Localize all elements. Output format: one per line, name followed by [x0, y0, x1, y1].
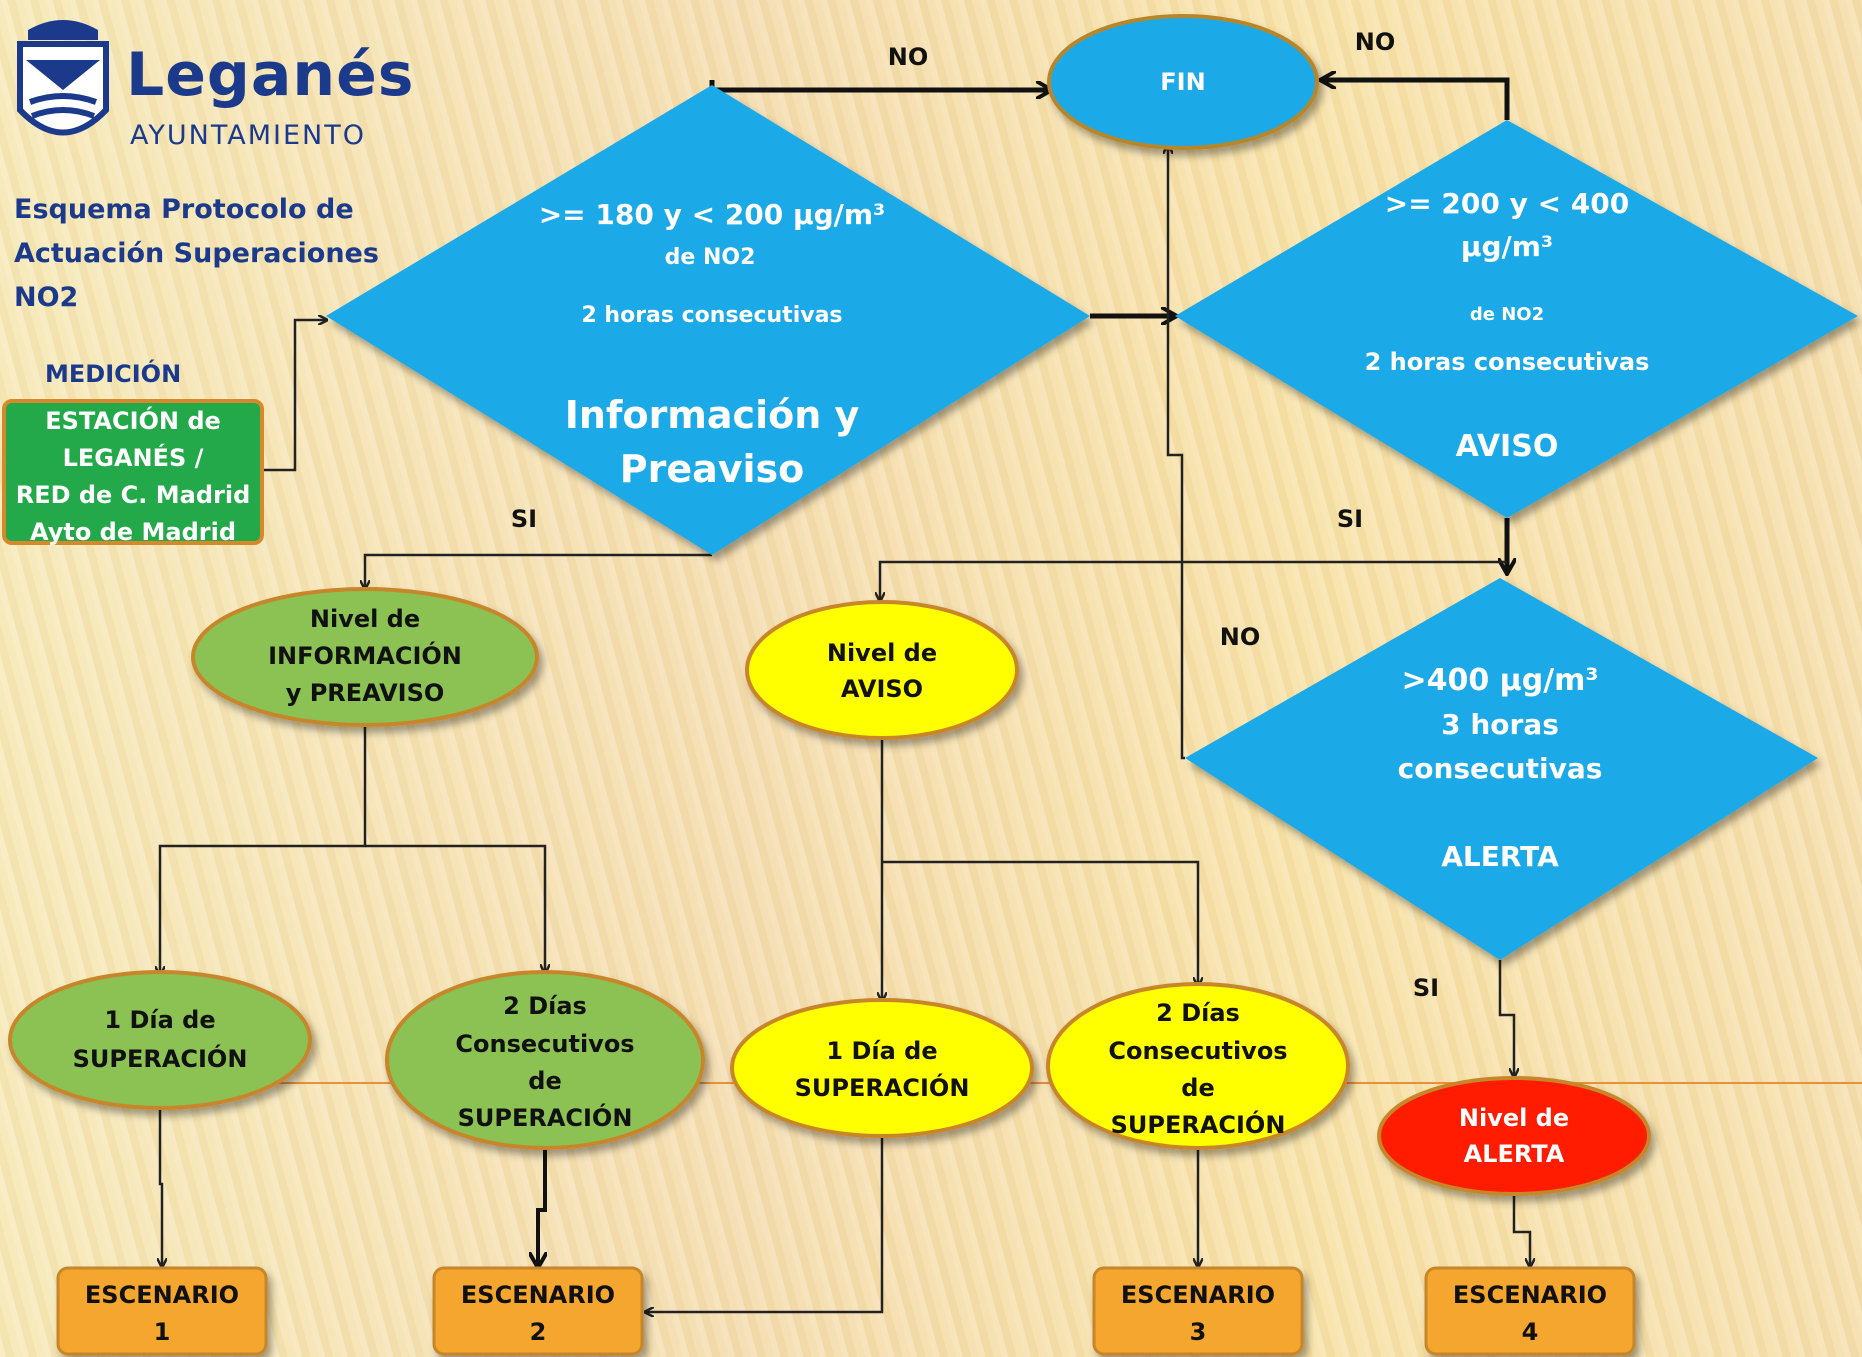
connector [1322, 80, 1510, 120]
connector [1498, 960, 1514, 1076]
scenario-text: 2 [530, 1318, 547, 1346]
day-text: Consecutivos [455, 1030, 634, 1058]
scenario-text: ESCENARIO [461, 1281, 615, 1309]
end-label: FIN [1160, 68, 1205, 96]
decision-text: Información y [565, 393, 860, 437]
day-text: SUPERACIÓN [795, 1072, 970, 1102]
decision-text: Preaviso [620, 447, 805, 491]
level-text: Nivel de [310, 605, 420, 633]
scenario-text: 4 [1522, 1318, 1539, 1346]
level-text: Nivel de [827, 639, 937, 667]
scenario-text: ESCENARIO [1121, 1281, 1275, 1309]
day-text: SUPERACIÓN [73, 1043, 248, 1073]
edge-labels: NO NO NO SI SI SI [511, 28, 1439, 1002]
edge-label-si: SI [511, 505, 537, 533]
level-aviso: Nivel de AVISO [745, 600, 1019, 740]
decision-text: >= 200 y < 400 [1385, 187, 1630, 220]
end-node: FIN [1047, 14, 1319, 150]
connector [160, 725, 367, 974]
day-node-green-1: 1 Día de SUPERACIÓN [8, 970, 312, 1110]
title-line: Actuación Superaciones [14, 238, 379, 269]
day-text: 1 Día de [104, 1006, 215, 1034]
edge-label-no: NO [888, 43, 929, 71]
station-line: Ayto de Madrid [30, 518, 236, 546]
decision-text: consecutivas [1398, 752, 1603, 785]
connector [365, 844, 545, 972]
level-text: Nivel de [1459, 1104, 1569, 1132]
connector [538, 1148, 547, 1266]
decision-text: µg/m³ [1461, 230, 1553, 263]
decision-text: AVISO [1456, 429, 1559, 464]
edge-label-no: NO [1355, 28, 1396, 56]
decision-text: >400 µg/m³ [1401, 663, 1598, 698]
connector [160, 1107, 162, 1266]
connectors [160, 80, 1530, 1312]
page-title: Esquema Protocolo de Actuación Superacio… [14, 188, 394, 320]
day-node-green-2: 2 Días Consecutivos de SUPERACIÓN [385, 970, 705, 1150]
crest-icon [17, 20, 109, 136]
connector [709, 80, 1050, 90]
decision-text: ALERTA [1441, 840, 1559, 873]
title-line: NO2 [14, 282, 79, 313]
decision-alerta: >400 µg/m³ 3 horas consecutivas ALERTA [1185, 578, 1818, 960]
day-text: 2 Días [1156, 999, 1240, 1027]
scenario-4: ESCENARIO 4 [1424, 1266, 1636, 1356]
level-text: ALERTA [1464, 1140, 1565, 1168]
station-line: RED de C. Madrid [15, 481, 251, 509]
scenario-3: ESCENARIO 3 [1092, 1266, 1304, 1356]
scenario-1: ESCENARIO 1 [56, 1266, 268, 1356]
connector [882, 860, 1198, 985]
title-line: Esquema Protocolo de [14, 194, 354, 225]
edge-label-no: NO [1220, 623, 1261, 651]
decision-text: 2 horas consecutivas [581, 303, 842, 328]
logo-title: Leganés [126, 40, 415, 110]
logo-subtitle: AYUNTAMIENTO [130, 120, 366, 151]
station-line: LEGANÉS / [62, 444, 204, 472]
scenario-2: ESCENARIO 2 [432, 1266, 644, 1356]
decision-text: 3 horas [1441, 708, 1559, 741]
connector [264, 320, 326, 472]
scenario-text: 1 [154, 1318, 171, 1346]
day-text: SUPERACIÓN [458, 1102, 633, 1132]
level-text: INFORMACIÓN [268, 640, 462, 670]
connector [1512, 1192, 1530, 1266]
leganes-logo: Leganés AYUNTAMIENTO [8, 10, 428, 151]
day-text: Consecutivos [1108, 1037, 1287, 1065]
decision-text: de NO2 [1470, 304, 1544, 325]
day-text: 1 Día de [826, 1037, 937, 1065]
decision-aviso: >= 200 y < 400 µg/m³ de NO2 2 horas cons… [1175, 120, 1858, 518]
station-line: ESTACIÓN de [45, 407, 221, 435]
scenario-text: ESCENARIO [1453, 1281, 1607, 1309]
level-information: Nivel de INFORMACIÓN y PREAVISO [191, 587, 539, 727]
day-text: de [1181, 1074, 1214, 1102]
connector [880, 560, 1507, 600]
decision-text: >= 180 y < 200 µg/m³ [539, 198, 886, 231]
measurement-label: MEDICIÓN [45, 360, 182, 388]
day-text: 2 Días [503, 992, 587, 1020]
decision-information-preaviso: >= 180 y < 200 µg/m³ de NO2 2 horas cons… [326, 85, 1090, 555]
level-text: y PREAVISO [286, 679, 445, 707]
edge-label-si: SI [1413, 974, 1439, 1002]
level-alerta: Nivel de ALERTA [1377, 1076, 1651, 1196]
decision-text: de NO2 [665, 245, 756, 270]
connector [1168, 146, 1185, 760]
day-node-yellow-1: 1 Día de SUPERACIÓN [730, 998, 1034, 1138]
decision-text: 2 horas consecutivas [1365, 348, 1650, 376]
connector [646, 1134, 884, 1312]
connector [365, 553, 712, 588]
day-text: SUPERACIÓN [1111, 1109, 1286, 1139]
level-text: AVISO [841, 675, 923, 703]
edge-label-si: SI [1337, 505, 1363, 533]
scenario-text: ESCENARIO [85, 1281, 239, 1309]
day-node-yellow-2: 2 Días Consecutivos de SUPERACIÓN [1046, 982, 1350, 1150]
day-text: de [528, 1067, 561, 1095]
scenario-text: 3 [1190, 1318, 1207, 1346]
station-box: ESTACIÓN de LEGANÉS / RED de C. Madrid A… [2, 399, 264, 546]
